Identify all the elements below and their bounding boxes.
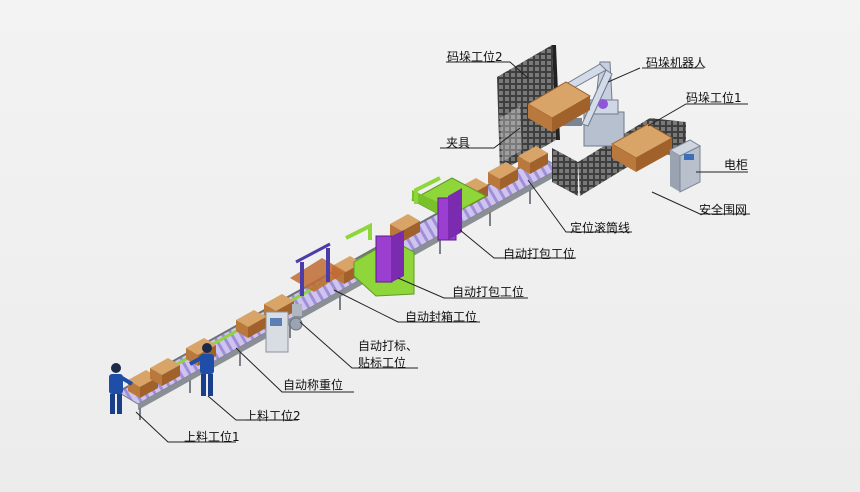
- label-positioning-roller-line: 定位滚筒线: [570, 221, 631, 235]
- label-palletizing-station-1: 码垛工位1: [686, 91, 742, 105]
- label-auto-sealing-station: 自动封箱工位: [405, 310, 478, 324]
- electric-cabinet-model: [668, 139, 702, 193]
- labeling-machine: [265, 304, 303, 353]
- label-loading-station-2: 上料工位2: [245, 409, 301, 423]
- strapping-machine-b: [345, 222, 415, 297]
- label-auto-strapping-station-b: 自动打包工位: [452, 285, 525, 299]
- sealing-machine: [290, 242, 346, 296]
- operator-1: [109, 363, 134, 414]
- label-electric-cabinet: 电柜: [724, 158, 749, 172]
- label-safety-fence: 安全围网: [699, 203, 748, 217]
- label-auto-marking-line2: 贴标工位: [358, 356, 407, 370]
- label-loading-station-1: 上料工位1: [184, 430, 240, 444]
- operator-2: [189, 343, 214, 396]
- label-auto-strapping-station-a: 自动打包工位: [503, 247, 576, 261]
- label-gripper: 夹具: [446, 136, 471, 150]
- label-palletizing-robot: 码垛机器人: [646, 56, 707, 70]
- label-auto-weighing-station: 自动称重位: [283, 378, 344, 392]
- palletizing-robot-model: [560, 61, 625, 147]
- leader-lines: [135, 61, 750, 443]
- pallet-station-2: [527, 81, 591, 132]
- label-auto-marking-line1: 自动打标、: [358, 339, 419, 353]
- pallet-station-1: [610, 123, 674, 172]
- strapping-machine-a: [410, 176, 488, 241]
- label-palletizing-station-2: 码垛工位2: [447, 50, 503, 64]
